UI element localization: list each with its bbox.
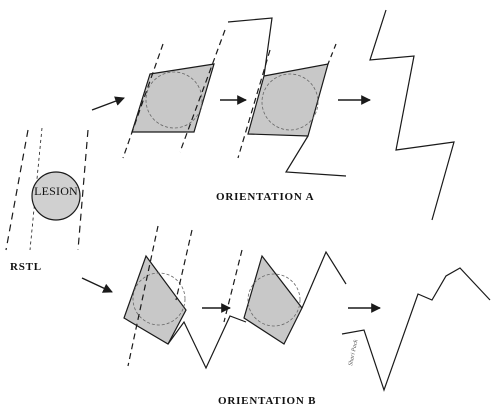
- orientation-a-step-2: [227, 17, 347, 177]
- orientation-a-result: [369, 9, 455, 221]
- arrow-to-orientation-a: [91, 96, 125, 111]
- orientation-b-result: [341, 267, 491, 392]
- artist-signature: Shari Pack: [348, 339, 359, 366]
- orientation-b-step-2: [167, 249, 347, 370]
- rstl-label: RSTL: [10, 261, 42, 273]
- orientation-b-step-1: [123, 225, 193, 367]
- orientation-b-label: ORIENTATION B: [218, 395, 316, 407]
- orientation-a-label: ORIENTATION A: [216, 191, 314, 203]
- orientation-a-step-1: [122, 29, 226, 159]
- lesion-circle: LESION: [31, 171, 81, 221]
- arrow-to-orientation-b: [81, 277, 113, 293]
- lesion-label: LESION: [34, 184, 78, 198]
